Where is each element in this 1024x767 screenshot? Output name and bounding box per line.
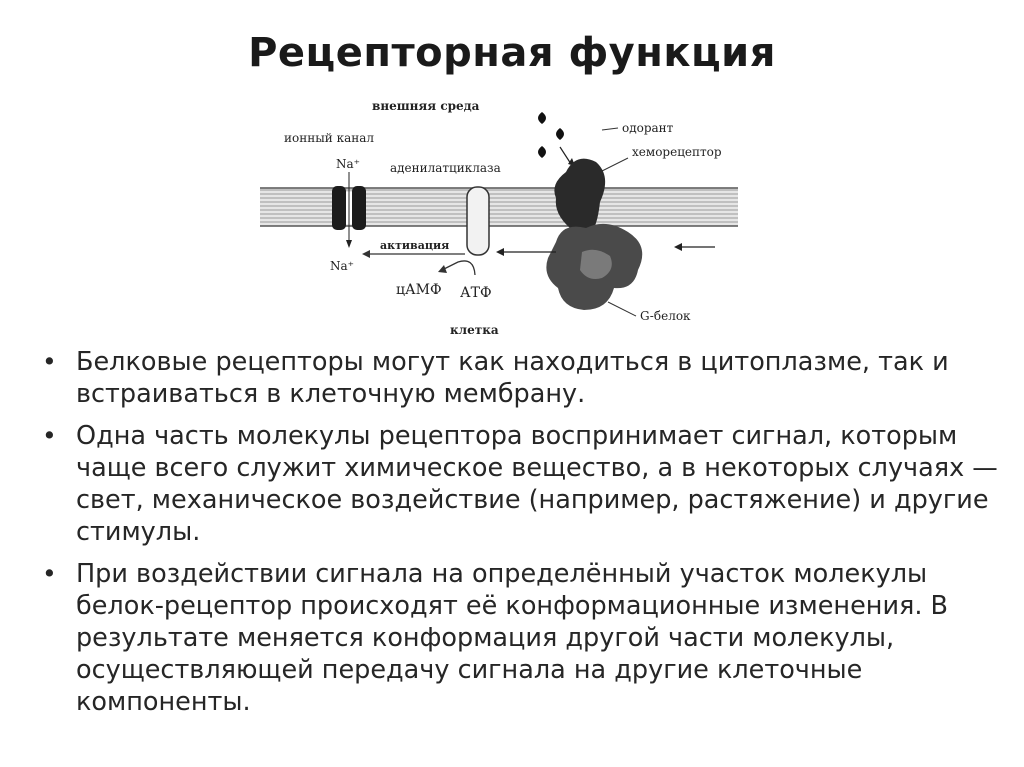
atp-label: АТФ [460, 285, 492, 301]
bullet-text: При воздействии сигнала на определённый … [76, 559, 949, 717]
outside-environment-label: внешняя среда [372, 99, 480, 113]
odorant-drops-icon [538, 112, 575, 166]
na-top-label: Na⁺ [336, 157, 360, 171]
odorant-label: одорант [622, 121, 674, 135]
ion-channel-label: ионный канал [284, 131, 374, 145]
receptor-diagram: внешняя среда ионный канал Na⁺ Na⁺ адени… [260, 92, 760, 342]
slide-title: Рецепторная функция [248, 30, 776, 76]
camp-label: цАМФ [396, 282, 442, 298]
bullet-text: Белковые рецепторы могут как находиться … [76, 347, 949, 409]
ion-channel-shape [332, 172, 366, 248]
chemoreceptor-label: хеморецептор [632, 145, 722, 159]
bullet-item: • Одна часть молекулы рецептора восприни… [42, 420, 1002, 548]
membrane-bilayer [260, 187, 738, 227]
bullet-list: • Белковые рецепторы могут как находитьс… [42, 346, 1002, 728]
signal-arrow [496, 248, 556, 256]
receptor-arrow [674, 243, 715, 251]
bullet-item: • При воздействии сигнала на определённы… [42, 558, 1002, 718]
g-protein-shape [546, 223, 643, 310]
cell-label: клетка [450, 323, 499, 337]
atp-to-camp-arrow [438, 260, 476, 276]
activation-arrow [362, 250, 465, 258]
adenylate-cyclase-label: аденилатциклаза [390, 161, 501, 175]
na-bottom-label: Na⁺ [330, 259, 354, 273]
adenylate-cyclase-shape [466, 186, 490, 256]
g-protein-label: G-белок [640, 309, 691, 323]
bullet-dot-icon: • [42, 421, 57, 450]
chemoreceptor-shape [554, 158, 606, 228]
bullet-dot-icon: • [42, 559, 57, 588]
activation-label: активация [380, 239, 449, 252]
bullet-dot-icon: • [42, 347, 57, 376]
bullet-text: Одна часть молекулы рецептора воспринима… [76, 421, 998, 547]
bullet-item: • Белковые рецепторы могут как находитьс… [42, 346, 1002, 410]
